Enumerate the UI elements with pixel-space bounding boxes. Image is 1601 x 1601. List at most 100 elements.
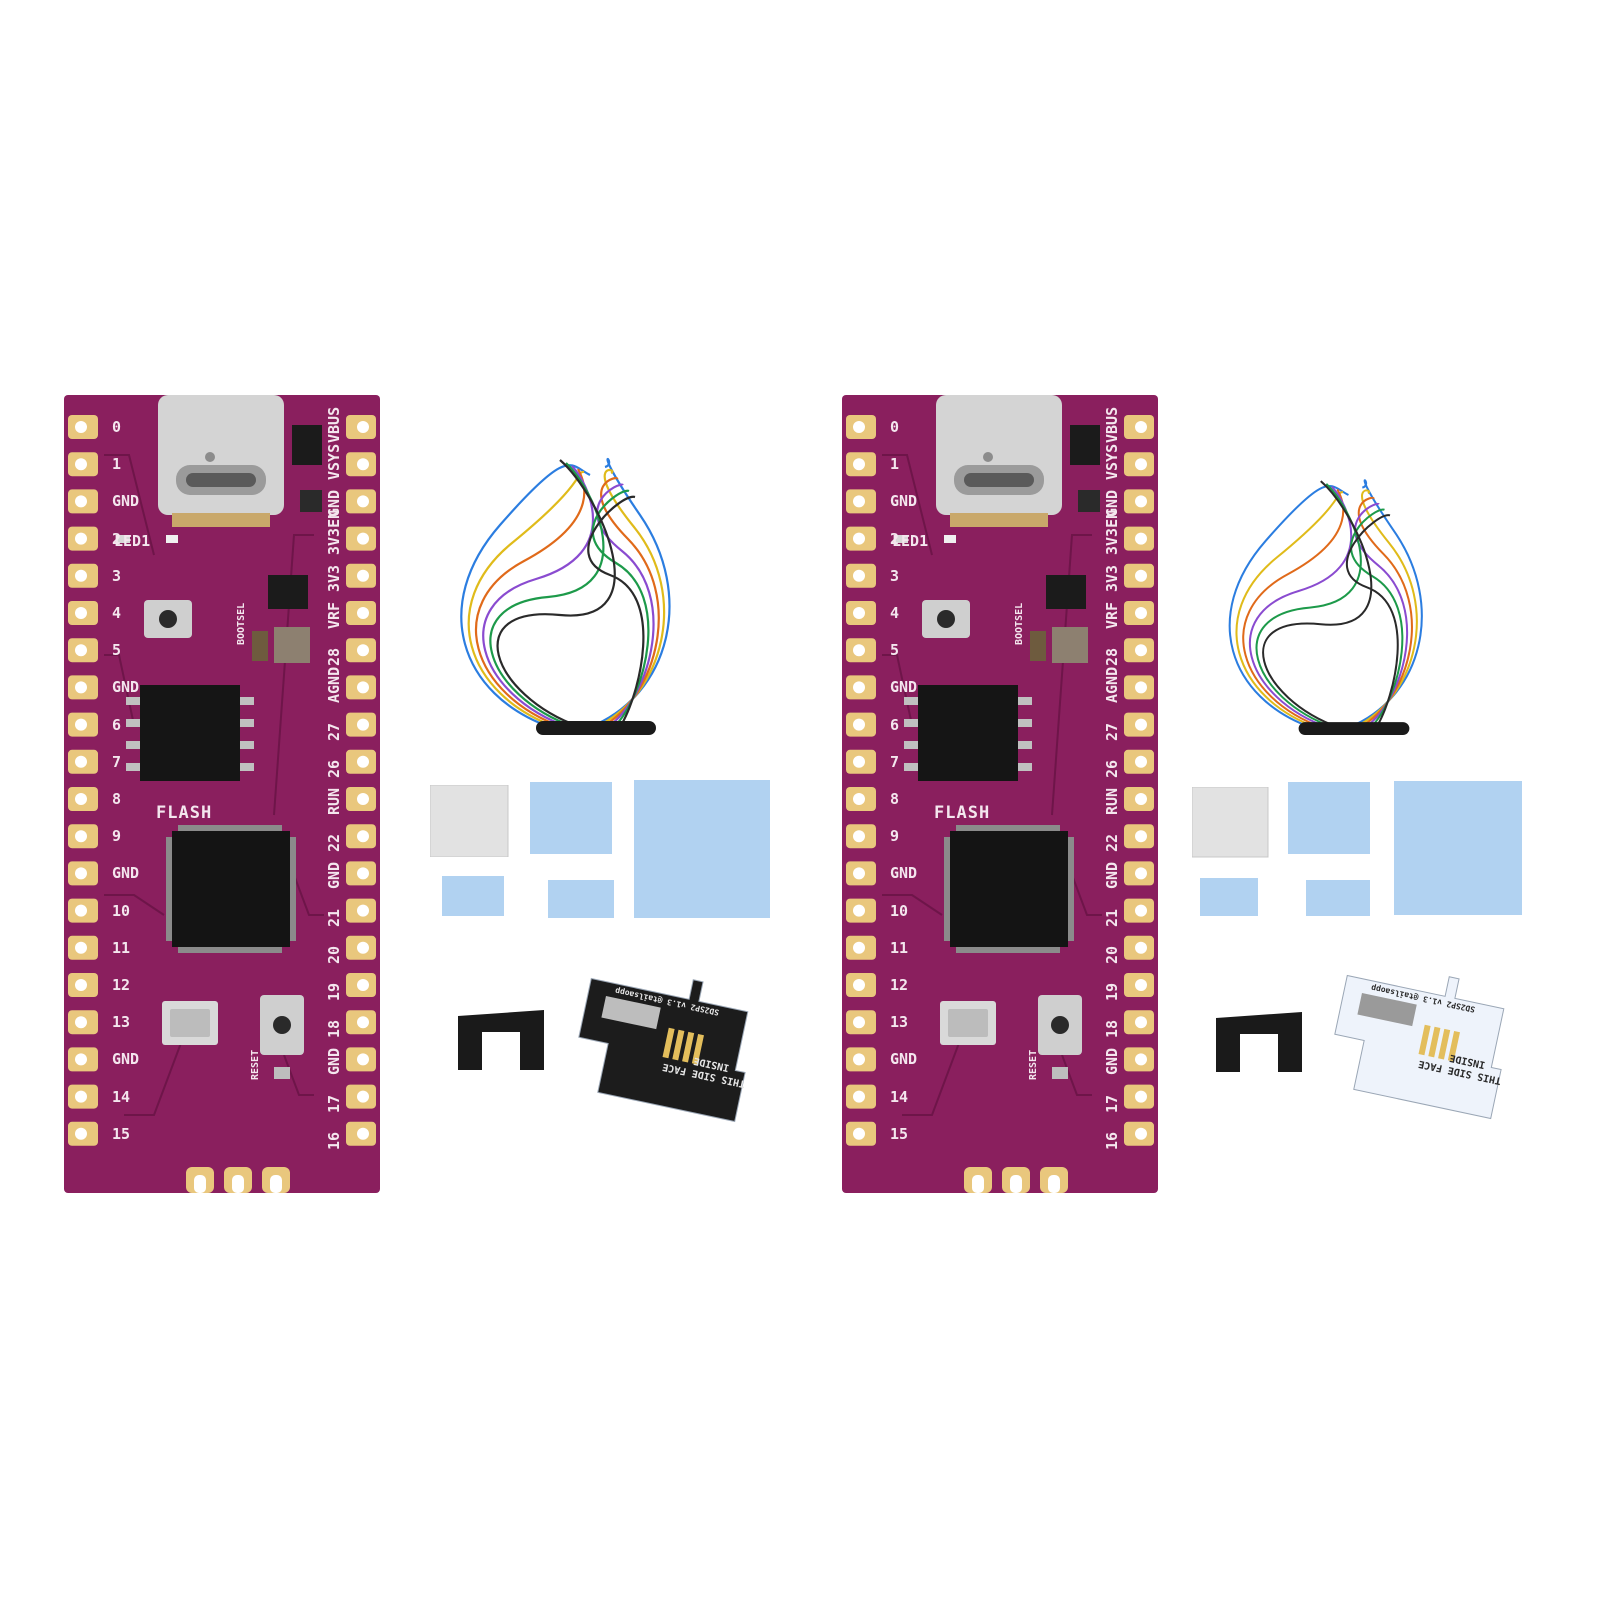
- pin-label-left: 10: [890, 901, 909, 920]
- pad-hole: [75, 532, 87, 545]
- pin-label-left: 5: [112, 641, 122, 660]
- pin-label-right: VRF: [325, 601, 343, 629]
- pin-label-left: 9: [890, 827, 900, 846]
- pad-hole: [1135, 421, 1147, 433]
- pin-label-left: 0: [112, 418, 122, 436]
- pin-label-right: 18: [1103, 1020, 1121, 1039]
- pad-hole: [1135, 755, 1147, 768]
- pin-label-left: 12: [890, 976, 909, 994]
- pad-hole: [357, 830, 369, 843]
- pin-label-left: GND: [112, 1050, 140, 1069]
- pin-label-right: 17: [1103, 1094, 1121, 1113]
- pad-hole: [1135, 644, 1147, 657]
- pin-label-left: 12: [112, 976, 131, 994]
- pcb-trace: [124, 1034, 185, 1116]
- thermal-pad-blue-small-1: [1200, 878, 1258, 916]
- pin-label-left: 2: [112, 529, 122, 548]
- pad-hole: [1135, 607, 1147, 619]
- pin-label-left: 14: [112, 1087, 131, 1106]
- thermal-pad-silver: [1192, 787, 1269, 858]
- wire: [474, 468, 660, 729]
- pad-hole: [75, 458, 87, 471]
- pcb-trace: [1071, 874, 1102, 916]
- pin-label-right: GND: [325, 862, 343, 890]
- pin-label-left: 6: [890, 715, 900, 734]
- pad-hole: [75, 904, 87, 917]
- silk-reset: RESET: [1028, 1049, 1039, 1080]
- pin-label-right: VSYS: [1103, 444, 1121, 481]
- pcb-trace: [273, 534, 314, 816]
- pin-label-right: 20: [1103, 945, 1121, 964]
- silk-flash: FLASH: [934, 803, 991, 823]
- pin-label-left: 3: [890, 566, 900, 585]
- pad-hole: [1135, 793, 1147, 805]
- pin-label-left: 13: [890, 1013, 909, 1032]
- pad-hole: [853, 941, 865, 954]
- thermal-pad-blue-medium: [530, 782, 612, 854]
- pcb-trace: [293, 874, 324, 916]
- pin-label-right: 21: [325, 908, 343, 927]
- pad-hole: [853, 1090, 865, 1103]
- pin-label-left: 4: [112, 604, 122, 622]
- crystal-oscillator: [940, 1001, 996, 1045]
- pin-label-left: GND: [112, 864, 140, 883]
- pin-label-left: 11: [890, 938, 909, 957]
- pin-label-right: 27: [325, 722, 343, 741]
- pad-hole: [357, 941, 369, 954]
- pin-label-left: 11: [112, 938, 131, 957]
- pin-label-left: 8: [890, 790, 900, 808]
- pin-label-right: 21: [1103, 908, 1121, 927]
- pad-hole: [194, 1175, 206, 1193]
- thermal-pad-blue-large: [1394, 781, 1522, 915]
- pin-label-left: 7: [112, 752, 122, 771]
- pad-hole: [232, 1175, 244, 1193]
- pin-label-right: 26: [325, 759, 343, 778]
- pad-hole: [1135, 867, 1147, 880]
- pin-label-right: 3V3: [325, 564, 343, 592]
- pad-hole: [357, 421, 369, 433]
- pin-label-left: GND: [112, 678, 140, 697]
- silk-bootsel: BOOTSEL: [236, 602, 247, 645]
- pin-label-right: RUN: [1103, 787, 1121, 815]
- pin-label-left: 9: [112, 827, 122, 846]
- pad-hole: [853, 718, 865, 731]
- pad-hole: [357, 569, 369, 582]
- pin-label-left: GND: [890, 678, 918, 697]
- rp2040-mcu-chip: [944, 825, 1074, 953]
- pin-label-left: 2: [890, 529, 900, 548]
- pad-hole: [75, 495, 87, 508]
- pad-hole: [75, 979, 87, 991]
- pcb-trace: [882, 894, 943, 916]
- wire: [1262, 480, 1399, 729]
- reset-button-icon: [1038, 995, 1082, 1079]
- pin-label-right: RUN: [325, 787, 343, 815]
- pad-hole: [357, 867, 369, 880]
- pin-label-right: 27: [1103, 722, 1121, 741]
- pad-hole: [853, 904, 865, 917]
- pad-hole: [357, 979, 369, 991]
- pad-hole: [1135, 1127, 1147, 1140]
- pin-label-left: 14: [890, 1087, 909, 1106]
- pad-hole: [357, 1016, 369, 1029]
- pin-label-right: 16: [325, 1131, 343, 1150]
- pad-hole: [75, 607, 87, 619]
- pad-hole: [75, 941, 87, 954]
- pin-label-left: 5: [890, 641, 900, 660]
- pad-hole: [75, 793, 87, 805]
- pin-label-right: 3V3EN: [1103, 509, 1121, 555]
- crystal-oscillator: [162, 1001, 218, 1045]
- bootsel-button-icon: [144, 600, 192, 638]
- pad-hole: [1135, 1053, 1147, 1066]
- pad-hole: [357, 1127, 369, 1140]
- pad-hole: [1048, 1175, 1060, 1193]
- pad-hole: [853, 421, 865, 433]
- wire: [496, 459, 645, 729]
- pin-label-left: GND: [890, 492, 918, 511]
- pcb-artwork: [842, 395, 1158, 1193]
- sd2sp2-adapter-board: SD2SP2 v1.3 @tailsaopp INSIDE THIS SIDE …: [1324, 972, 1514, 1122]
- pin-label-left: 3: [112, 566, 122, 585]
- wire: [489, 462, 650, 729]
- plastic-clip: [458, 1010, 544, 1070]
- pad-hole: [853, 867, 865, 880]
